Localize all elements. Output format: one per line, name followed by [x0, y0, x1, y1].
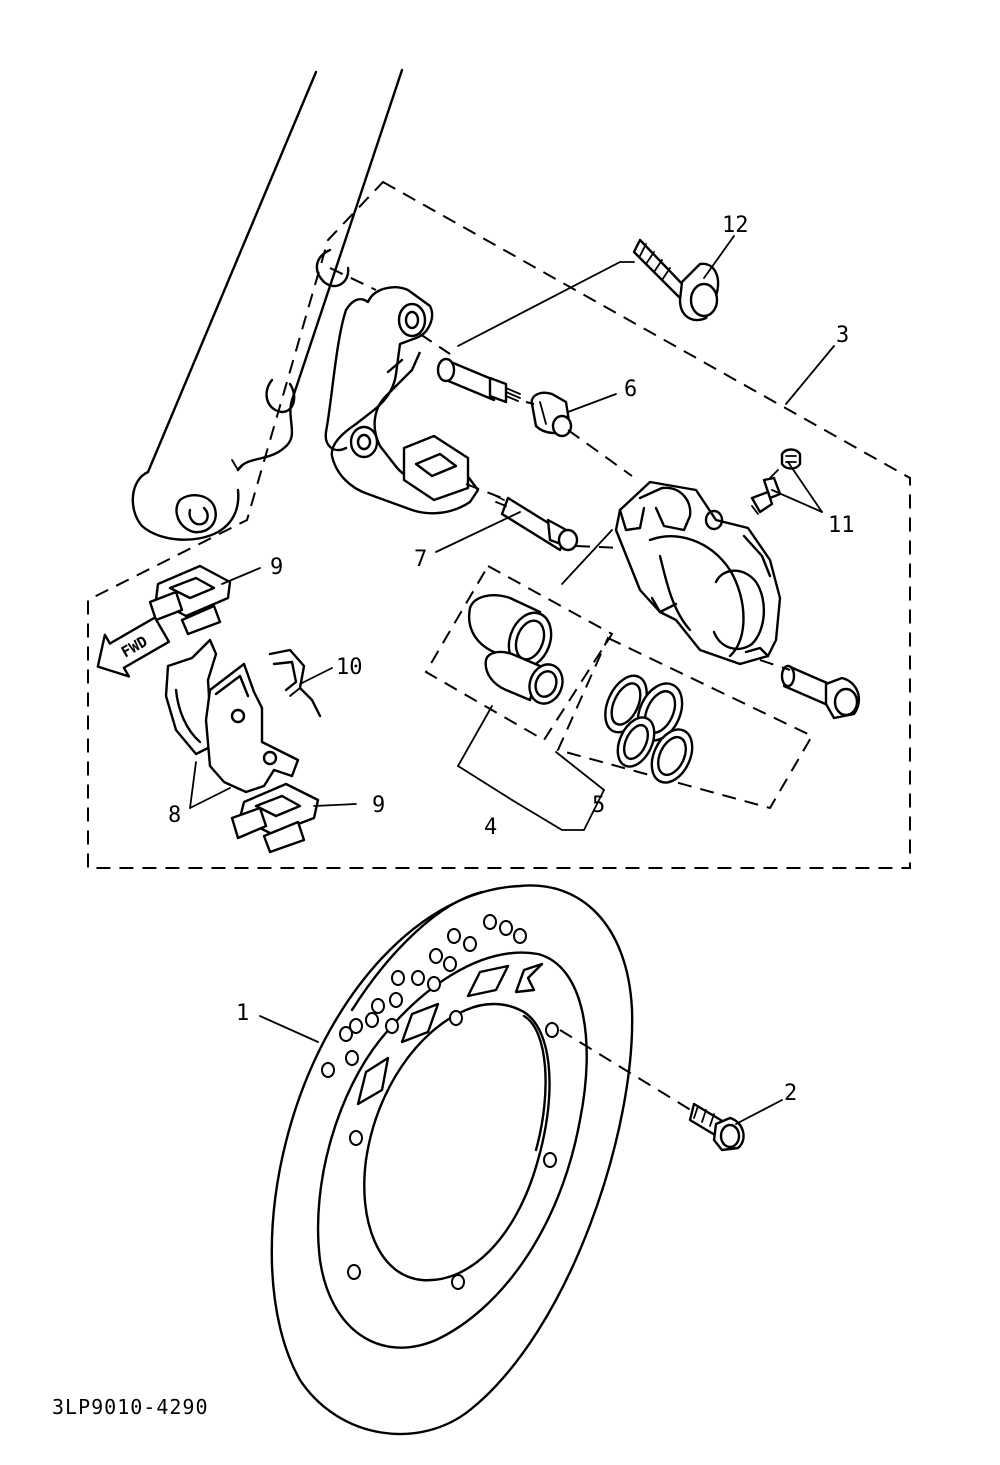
boot-part-6	[530, 391, 573, 438]
caliper-body	[614, 480, 782, 666]
pad-support-clip-upper	[148, 564, 232, 636]
callout-1: 1	[236, 1001, 249, 1026]
piston-lower	[484, 650, 564, 705]
disc-bolt-2	[688, 1102, 745, 1152]
callout-numbers: 1 2 3 4 5 6 7 8 9 9 10 11 12	[168, 213, 855, 1106]
caliper-assembly-group-outline	[87, 180, 911, 869]
callout-11: 11	[828, 513, 855, 538]
lower-caliper-bolt	[780, 664, 861, 720]
front-fork-leg	[131, 68, 404, 541]
seal-kit-box	[556, 636, 814, 810]
callout-leader-lines	[189, 235, 835, 1125]
drawing-code: 3LP9010-4290	[52, 1395, 209, 1419]
brake-pads	[164, 638, 300, 794]
callout-7: 7	[414, 547, 427, 572]
bleed-screw-group-11	[750, 448, 802, 515]
callout-12: 12	[722, 213, 749, 238]
callout-8: 8	[168, 803, 181, 828]
seal-rings	[604, 674, 694, 784]
callout-3: 3	[836, 323, 849, 348]
callout-6: 6	[624, 377, 637, 402]
piston-upper	[467, 594, 553, 669]
pad-spring-10	[268, 648, 322, 718]
piston-kit-box	[424, 564, 614, 742]
pad-support-clip-lower	[230, 782, 320, 854]
callout-9-upper: 9	[270, 555, 283, 580]
caliper-bolt-12	[632, 238, 720, 322]
slide-pin-upper	[436, 357, 521, 404]
callout-4: 4	[484, 815, 497, 840]
assembly-projection-lines	[329, 267, 791, 1113]
callout-9-lower: 9	[372, 793, 385, 818]
caliper-bracket	[324, 286, 480, 515]
callout-5: 5	[592, 793, 605, 818]
slide-pin-lower	[495, 495, 579, 552]
brake-disc	[270, 884, 634, 1436]
forward-direction-arrow: FWD	[96, 616, 171, 678]
callout-2: 2	[784, 1081, 797, 1106]
callout-10: 10	[336, 655, 363, 680]
